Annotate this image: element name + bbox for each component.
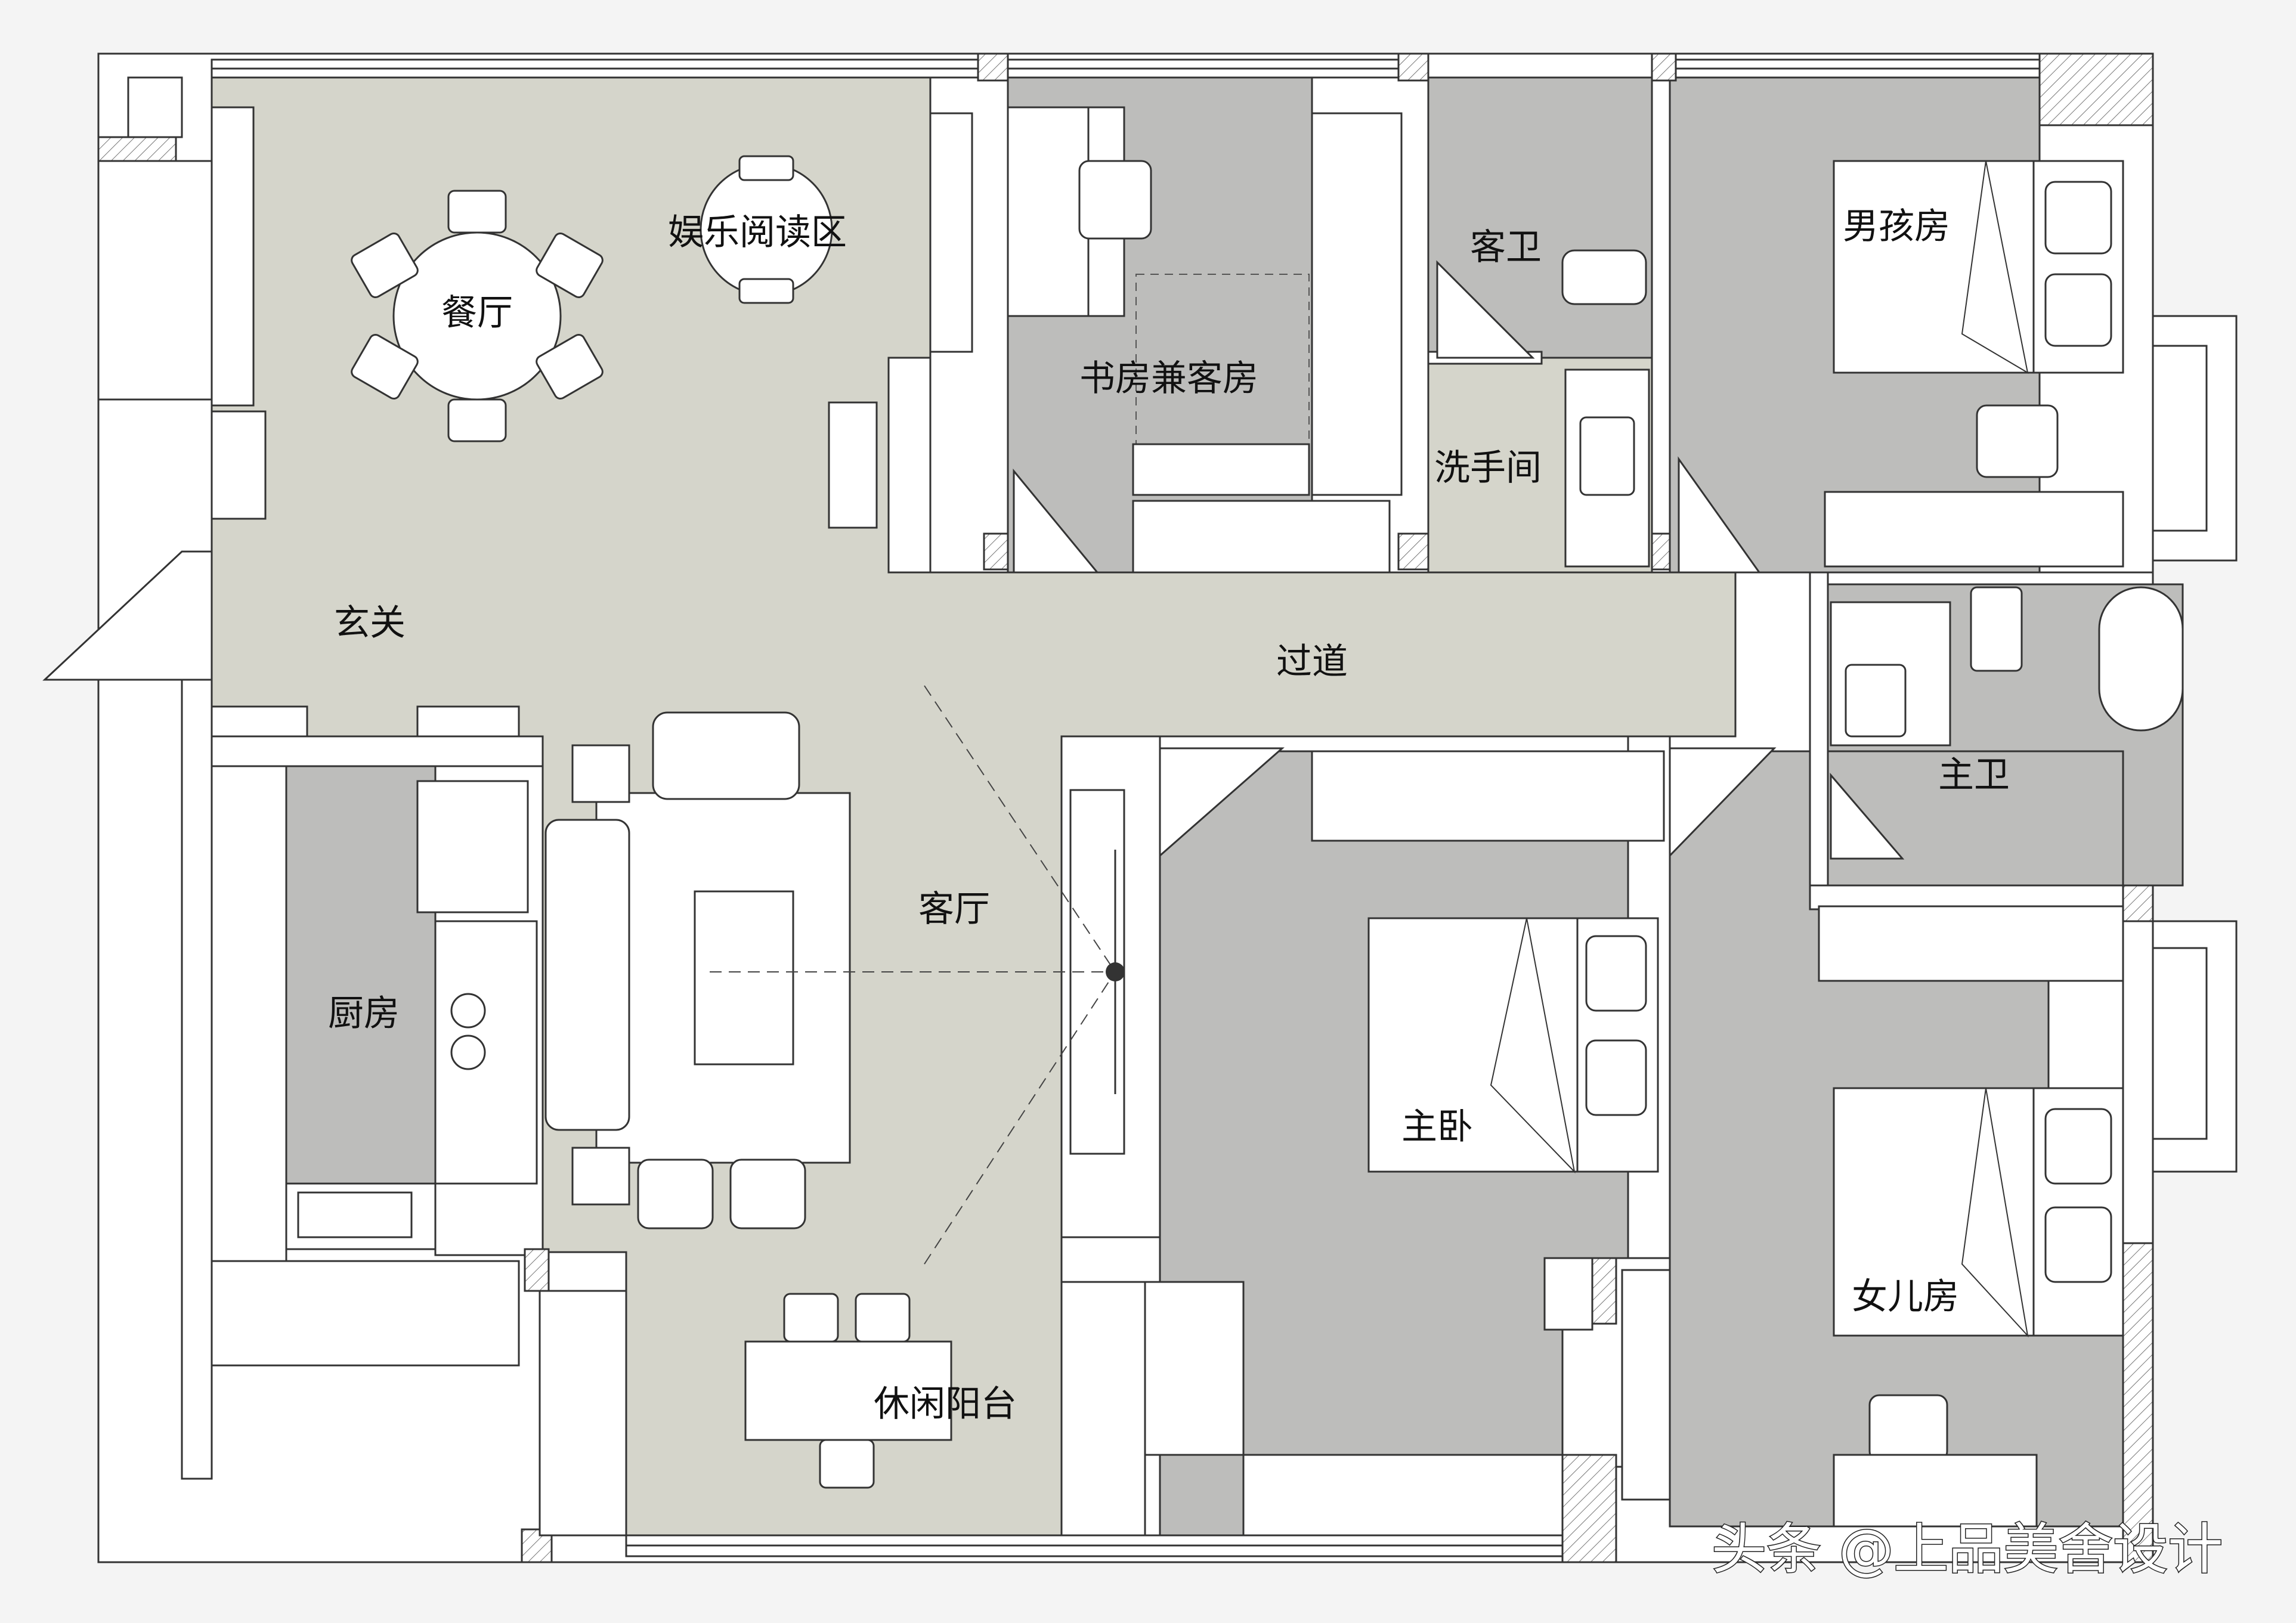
boy-room-furniture (1678, 160, 2124, 574)
living-furniture (544, 711, 1777, 1229)
dining-cabinets (211, 106, 973, 574)
watermark: 头条 @上品美舍设计 (1712, 1517, 2223, 1581)
dining-table (351, 190, 604, 442)
study-furniture (1007, 106, 1403, 574)
guest-bath-fixtures (1436, 249, 1650, 568)
label-reading: 娱乐阅读区 (668, 212, 847, 253)
windows (211, 58, 2041, 1557)
view-lines (710, 685, 1125, 1265)
daughter-room-furniture (1818, 905, 2124, 1528)
label-wash: 洗手间 (1434, 447, 1542, 489)
bay-windows-right (2152, 315, 2238, 1173)
label-corridor: 过道 (1276, 641, 1348, 683)
reading-table (700, 155, 833, 304)
label-living: 客厅 (918, 888, 990, 930)
floor-kitchen (285, 765, 437, 1185)
label-entrance: 玄关 (334, 602, 406, 644)
entrance-bay (42, 76, 520, 1480)
label-dining: 餐厅 (441, 292, 513, 334)
label-kitchen: 厨房 (328, 993, 400, 1034)
label-study: 书房兼客房 (1079, 358, 1258, 399)
label-daughter-room: 女儿房 (1852, 1276, 1959, 1318)
master-bath-fixtures (1830, 586, 2184, 860)
label-boy-room: 男孩房 (1843, 206, 1950, 247)
room-labels: 餐厅 娱乐阅读区 书房兼客房 客卫 洗手间 男孩房 玄关 过道 客厅 厨房 主卫… (328, 206, 2010, 1425)
label-guest-bath: 客卫 (1470, 227, 1542, 268)
label-master-bath: 主卫 (1938, 754, 2010, 796)
label-master-bedroom: 主卧 (1401, 1106, 1473, 1148)
kitchen-fixtures (211, 705, 538, 1250)
balcony-furniture (539, 1281, 1245, 1537)
label-balcony: 休闲阳台 (874, 1383, 1017, 1425)
